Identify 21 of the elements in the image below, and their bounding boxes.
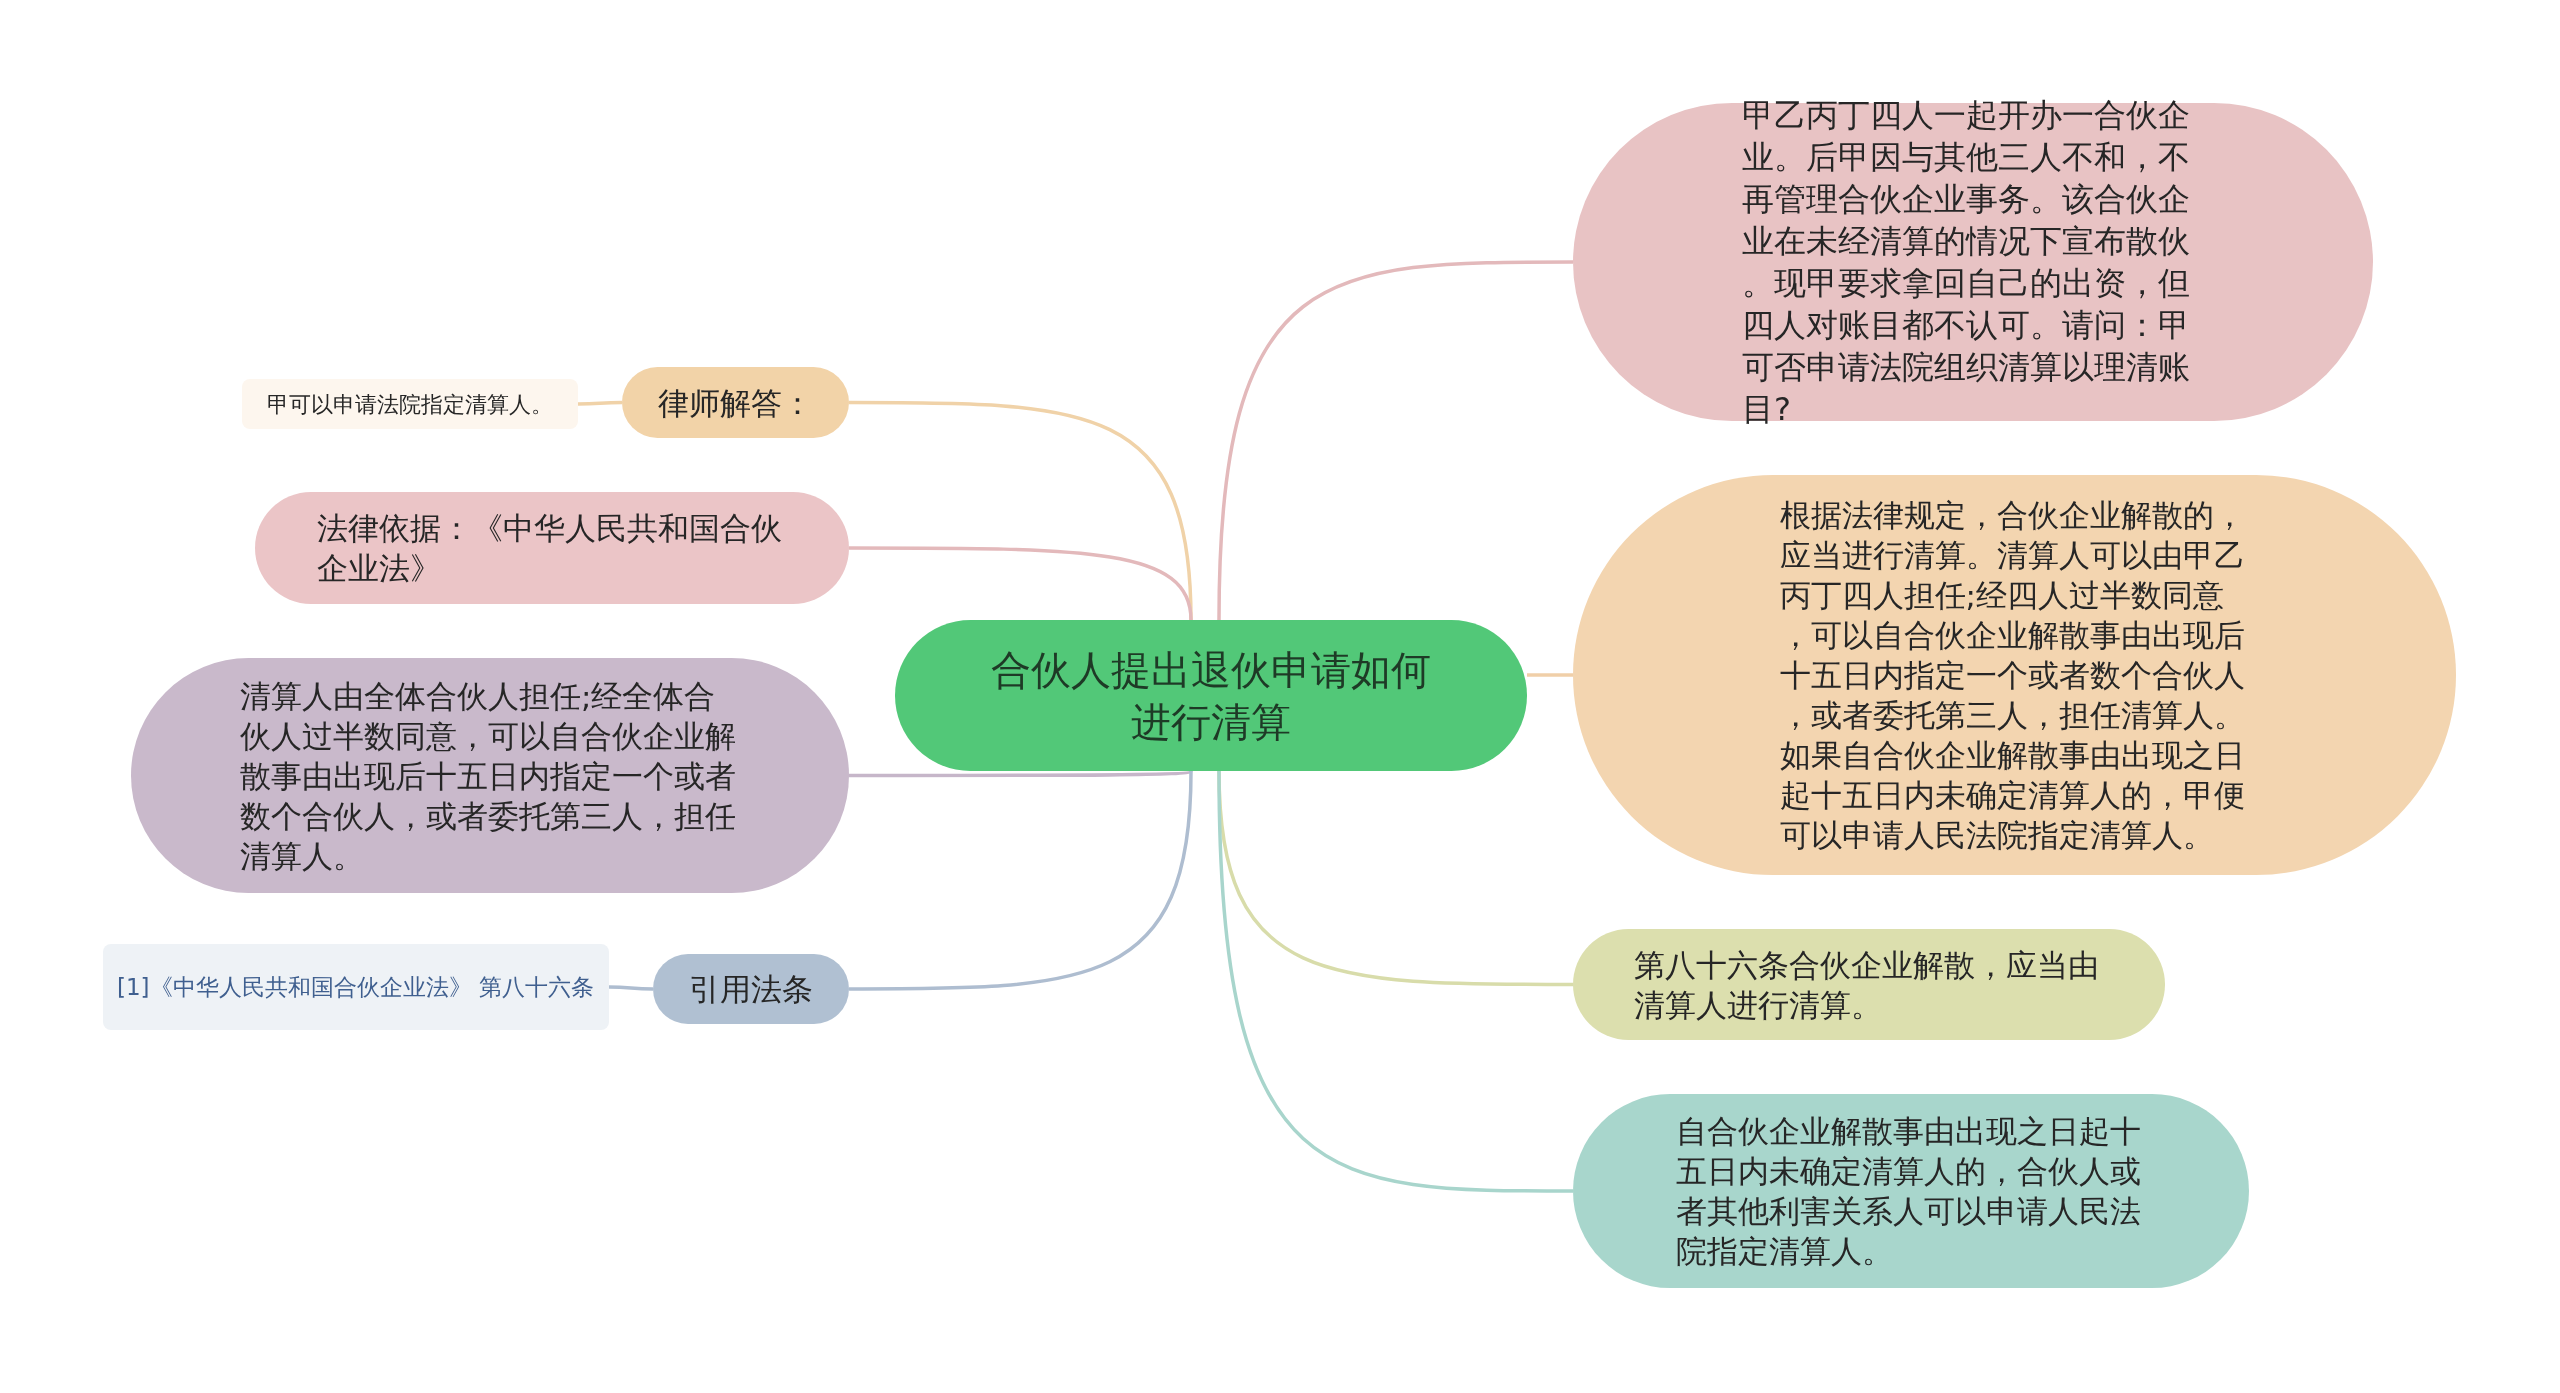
connector-line	[849, 770, 1193, 991]
connector-line	[1527, 673, 1573, 677]
bubble-text: 律师解答：	[657, 383, 814, 423]
bubble-text: 甲乙丙丁四人一起开办一合伙企业。后甲因与其他三人不和，不再管理合伙企业事务。该合伙企业在未经清算的情况下宣布散伙。现甲要求拿回自己的出资，但四人对账目都不认可。请问：甲可否申请法院组织清算以理清账目?	[1742, 95, 2191, 430]
bubble-text: 合伙人提出退伙申请如何进行清算	[990, 645, 1432, 747]
bubble-text: [1]《中华人民共和国合伙企业法》 第八十六条	[117, 973, 595, 1002]
connector-line	[849, 546, 1193, 621]
bubble-text: 根据法律规定，合伙企业解散的，应当进行清算。清算人可以由甲乙丙丁四人担任;经四人过半数同意，可以自合伙企业解散事由出现后十五日内指定一个或者数个合伙人，或者委托第三人，担任清算人。如果自合伙企业解散事由出现之日起十五日内未确定清算人的，甲便可以申请人民法院指定清算人。	[1779, 496, 2246, 855]
connector-line	[1217, 770, 1573, 1193]
bubble-text: 清算人由全体合伙人担任;经全体合伙人过半数同意，可以自合伙企业解散事由出现后十五日内指定一个或者数个合伙人，或者委托第三人，担任清算人。	[240, 676, 737, 876]
bubble-text: 自合伙企业解散事由出现之日起十五日内未确定清算人的，合伙人或者其他利害关系人可以申请人民法院指定清算人。	[1676, 1112, 2142, 1271]
connector-line	[578, 400, 622, 406]
bubble-text: 第八十六条合伙企业解散，应当由清算人进行清算。	[1634, 945, 2100, 1025]
connector-line	[1217, 260, 1573, 621]
connector-line	[849, 769, 1192, 778]
reference-card	[103, 944, 609, 1030]
note-card	[242, 379, 578, 429]
connector-line	[609, 985, 653, 991]
bubble-text: 甲可以申请法院指定清算人。	[266, 390, 554, 419]
bubble-text: 引用法条	[688, 970, 814, 1009]
bubble-text: 法律依据：《中华人民共和国合伙企业法》	[317, 509, 783, 588]
